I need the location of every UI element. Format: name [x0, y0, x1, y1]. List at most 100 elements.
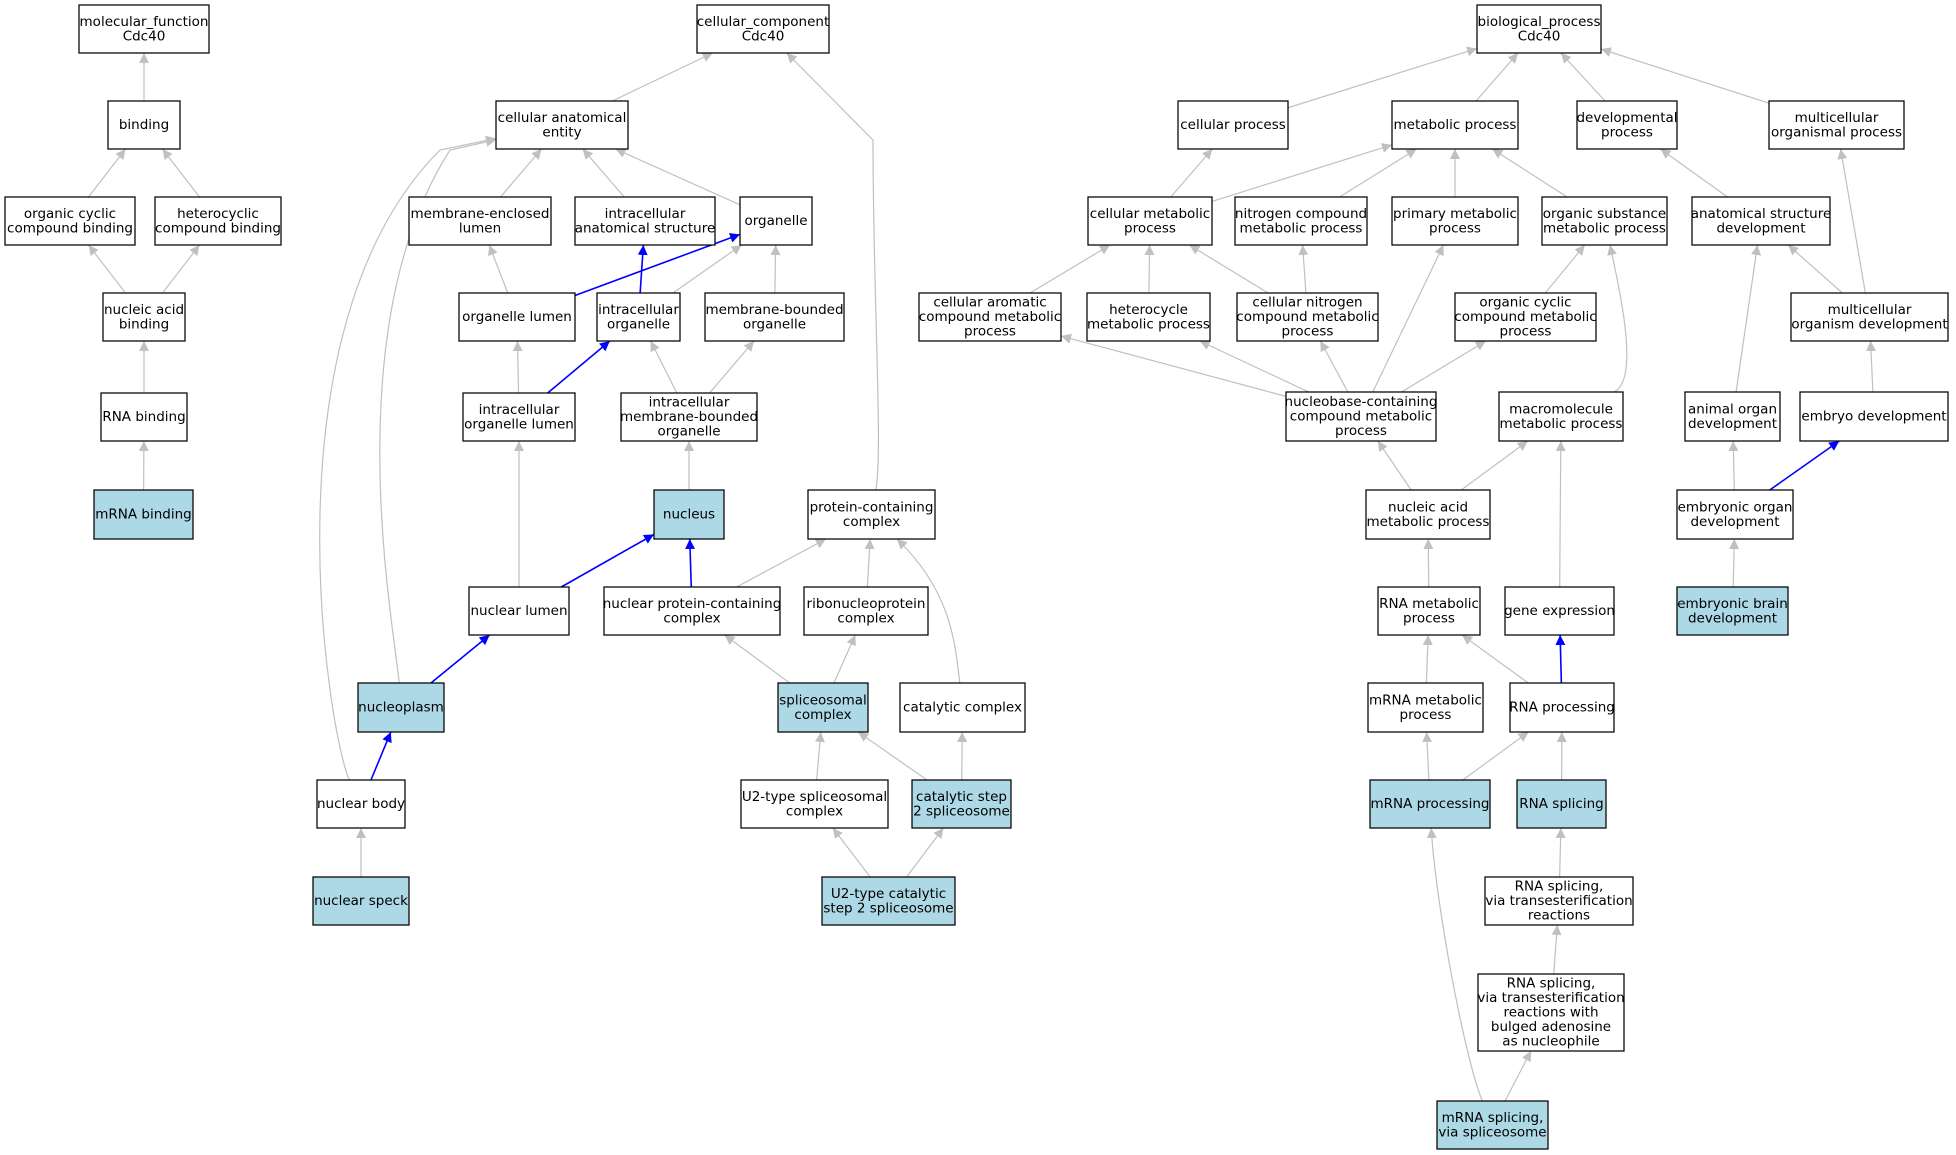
- node-catc[interactable]: catalytic complex: [899, 682, 1026, 733]
- node-label-line: RNA binding: [102, 409, 185, 425]
- node-rnab[interactable]: RNA binding: [100, 392, 188, 442]
- node-box: [574, 196, 716, 246]
- node-ge[interactable]: gene expression: [1504, 586, 1615, 636]
- edge-mrproc-to-rproc: [1462, 731, 1529, 781]
- node-label-line: via transesterification: [1485, 893, 1632, 909]
- node-label-line: compound metabolic: [919, 309, 1061, 325]
- node-label-line: RNA metabolic: [1379, 596, 1479, 612]
- edge-npcc-to-nucleus: [685, 538, 696, 588]
- node-label-line: membrane-enclosed: [411, 206, 550, 222]
- node-nspeck[interactable]: nuclear speck: [312, 876, 410, 926]
- node-rsplice[interactable]: RNA splicing: [1516, 779, 1607, 829]
- node-rstr[interactable]: RNA splicing,via transesterificationreac…: [1484, 876, 1634, 926]
- node-box: [102, 292, 186, 342]
- edge-rproc-to-ge: [1555, 634, 1566, 684]
- node-label-line: organelle lumen: [464, 416, 574, 432]
- edge-mrmp-to-rmp: [1422, 634, 1433, 684]
- node-nlumen[interactable]: nuclear lumen: [468, 586, 570, 636]
- node-box: [107, 100, 181, 150]
- node-label-line: macromolecule: [1509, 401, 1613, 417]
- node-ed[interactable]: embryo development: [1799, 391, 1949, 442]
- node-label-line: Cdc40: [1518, 28, 1561, 44]
- node-nbody[interactable]: nuclear body: [316, 779, 406, 829]
- node-box: [1391, 196, 1519, 246]
- node-label-line: U2-type catalytic: [831, 886, 946, 902]
- node-ol[interactable]: organelle lumen: [458, 292, 576, 342]
- node-rstrba[interactable]: RNA splicing,via transesterificationreac…: [1477, 973, 1625, 1052]
- node-label-line: nuclear lumen: [470, 603, 567, 619]
- edge-namp-to-nbccmp: [1377, 440, 1412, 491]
- node-box: [1541, 196, 1668, 246]
- edge-ncmp-to-mp: [1339, 148, 1417, 198]
- edge-nlumen-to-nucleus: [560, 533, 655, 588]
- node-nucleus[interactable]: nucleus: [653, 489, 725, 540]
- edge-cae-to-cc: [611, 52, 714, 102]
- node-label-line: nucleoplasm: [358, 700, 444, 716]
- node-label-line: compound metabolic: [1236, 309, 1378, 325]
- node-label-line: compound binding: [7, 220, 133, 236]
- node-label-line: lumen: [459, 220, 501, 236]
- node-label-line: development: [1690, 514, 1779, 530]
- node-rproc[interactable]: RNA processing: [1509, 682, 1615, 733]
- edge-eod-to-aod: [1728, 440, 1739, 491]
- node-binding[interactable]: binding: [107, 100, 181, 150]
- edge-nbody-to-cae: [319, 135, 497, 781]
- edge-nbody-to-nplasm: [370, 731, 392, 781]
- node-mrsvs[interactable]: mRNA splicing,via spliceosome: [1436, 1100, 1549, 1150]
- node-mrnab[interactable]: mRNA binding: [93, 489, 194, 540]
- node-cp[interactable]: cellular process: [1177, 100, 1289, 150]
- node-nplasm[interactable]: nucleoplasm: [357, 682, 445, 733]
- node-label-line: nucleic acid: [1388, 499, 1468, 515]
- edge-occb-to-binding: [88, 148, 126, 198]
- edge-aod-to-asd: [1735, 244, 1762, 393]
- node-org[interactable]: organelle: [739, 196, 813, 246]
- node-mrproc[interactable]: mRNA processing: [1369, 779, 1491, 829]
- node-label-line: nucleic acid: [104, 302, 184, 318]
- node-mp[interactable]: metabolic process: [1391, 100, 1519, 150]
- edge-occmp-to-osmp: [1544, 244, 1586, 294]
- node-label-line: RNA splicing,: [1515, 879, 1604, 895]
- node-box: [603, 586, 781, 636]
- edge-rstr-to-rsplice: [1555, 827, 1566, 878]
